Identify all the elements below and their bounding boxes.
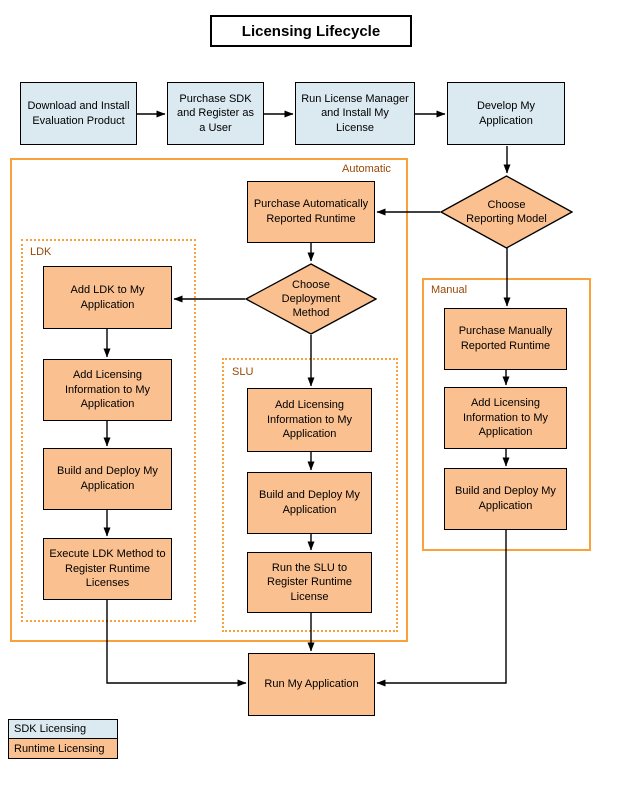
step-manual-build-deploy: Build and Deploy My Application — [444, 468, 567, 530]
group-ldk-label: LDK — [30, 246, 52, 258]
decision-choose-deployment-method: Choose Deployment Method — [245, 263, 377, 335]
step-manual-purchase-runtime: Purchase Manually Reported Runtime — [444, 308, 567, 370]
step-purchase-sdk-register: Purchase SDK and Register as a User — [167, 82, 264, 145]
step-ldk-execute-register: Execute LDK Method to Register Runtime L… — [43, 538, 172, 600]
step-download-install-evaluation: Download and Install Evaluation Product — [20, 82, 137, 145]
step-ldk-add-ldk: Add LDK to My Application — [43, 266, 172, 329]
step-slu-build-deploy: Build and Deploy My Application — [247, 472, 372, 534]
legend-runtime-licensing: Runtime Licensing — [8, 738, 118, 759]
diagram-title: Licensing Lifecycle — [210, 15, 412, 47]
group-manual-label: Manual — [431, 284, 468, 296]
step-ldk-build-deploy: Build and Deploy My Application — [43, 448, 172, 510]
step-run-my-application: Run My Application — [248, 653, 375, 716]
decision-choose-reporting-model: Choose Reporting Model — [440, 175, 573, 249]
legend-sdk-licensing: SDK Licensing — [8, 719, 118, 739]
group-slu-label: SLU — [232, 366, 254, 378]
step-slu-add-licensing-info: Add Licensing Information to My Applicat… — [247, 388, 372, 452]
step-develop-my-application: Develop My Application — [447, 82, 565, 145]
step-manual-add-licensing-info: Add Licensing Information to My Applicat… — [444, 387, 567, 449]
step-slu-run-slu-register: Run the SLU to Register Runtime License — [247, 552, 372, 613]
step-run-license-manager: Run License Manager and Install My Licen… — [295, 82, 415, 145]
decision-label: Choose Deployment Method — [281, 278, 341, 320]
step-purchase-automatically-reported: Purchase Automatically Reported Runtime — [247, 181, 375, 243]
diamond-shape — [245, 263, 377, 335]
group-automatic-label: Automatic — [342, 163, 391, 175]
step-ldk-add-licensing-info: Add Licensing Information to My Applicat… — [43, 359, 172, 421]
decision-label: Choose Reporting Model — [466, 198, 547, 225]
group-slu — [222, 358, 398, 632]
